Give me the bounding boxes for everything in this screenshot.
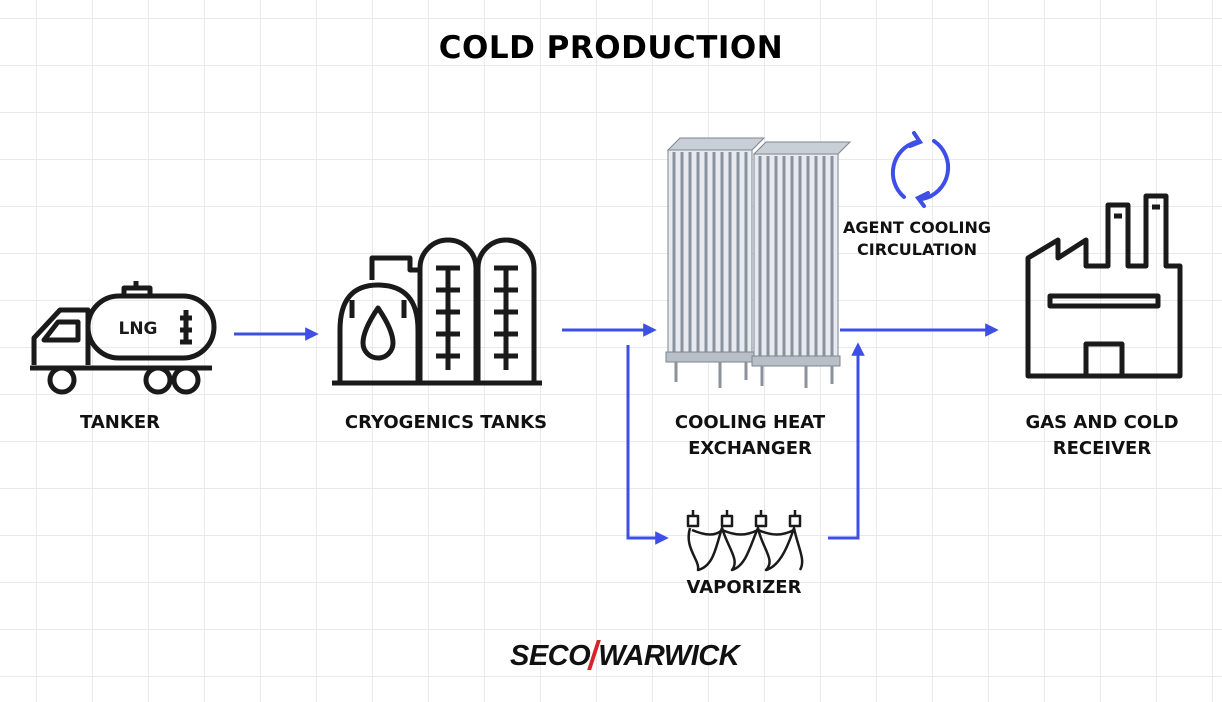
tanker-label: TANKER [80, 412, 160, 433]
agent-cooling-label-line1: AGENT COOLING [843, 218, 991, 237]
cryogenic-tanks-icon [332, 237, 542, 386]
receiver-label-line2: RECEIVER [1052, 438, 1152, 459]
diagram-title: COLD PRODUCTION [438, 30, 784, 66]
factory-icon [1025, 193, 1183, 379]
flow-arrows [234, 323, 999, 545]
tanker-lng-text: LNG [118, 319, 157, 339]
logo-part2: WARWICK [598, 640, 740, 672]
tanker-truck-icon [30, 281, 217, 395]
arrow-to-vaporizer [626, 345, 669, 545]
cooling-heat-exchanger-label-line1: COOLING HEAT [674, 412, 826, 433]
circulation-arrows-icon [890, 131, 951, 208]
cooling-heat-exchanger-label: COOLING HEAT EXCHANGER [650, 410, 850, 462]
vaporizer-label: VAPORIZER [686, 577, 802, 598]
cooling-heat-exchanger-label-line2: EXCHANGER [688, 438, 812, 459]
cryogenic-tanks-label: CRYOGENICS TANKS [344, 412, 548, 433]
agent-cooling-label-line2: CIRCULATION [857, 240, 977, 259]
vaporizer-icon [686, 510, 804, 572]
cooling-heat-exchanger-image [665, 137, 852, 388]
receiver-label: GAS AND COLD RECEIVER [1010, 410, 1194, 462]
arrow-vaporizer-up [828, 342, 865, 540]
receiver-label-line1: GAS AND COLD [1025, 412, 1179, 433]
agent-cooling-label: AGENT COOLING CIRCULATION [832, 217, 1002, 261]
logo-part1: SECO [510, 640, 591, 672]
